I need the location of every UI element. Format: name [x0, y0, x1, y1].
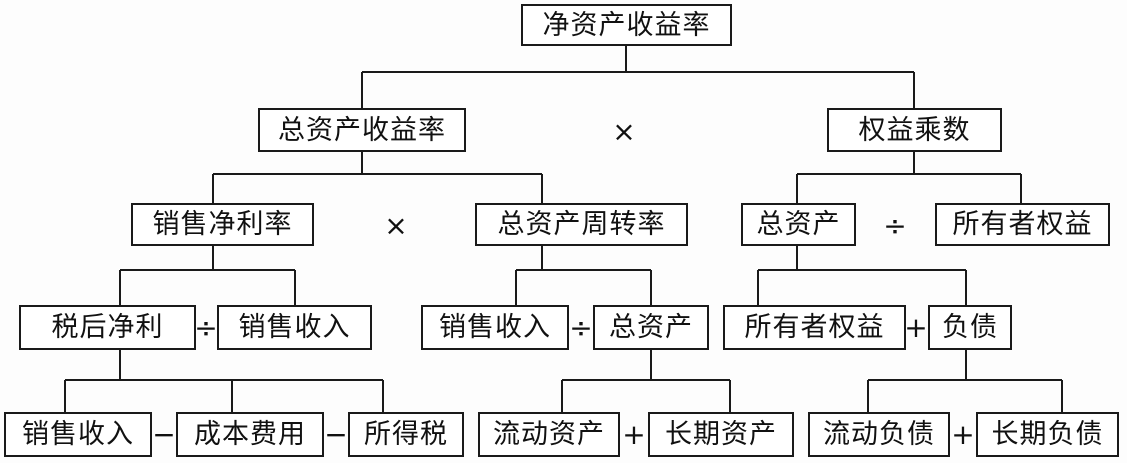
- node-roa: 总资产收益率: [258, 108, 466, 152]
- node-current-liabilities: 流动负债: [808, 412, 950, 457]
- divide-operator-assets-equity: ÷: [883, 209, 907, 242]
- node-long-term-liabilities: 长期负债: [976, 412, 1119, 457]
- node-sales-revenue: 销售收入: [421, 305, 569, 350]
- plus-operator-current-long-assets: +: [622, 418, 646, 451]
- node-asset-turnover: 总资产周转率: [475, 203, 688, 246]
- node-total-assets: 总资产: [593, 305, 709, 350]
- node-owners-equity: 所有者权益: [935, 203, 1110, 246]
- node-owners-equity: 所有者权益: [723, 305, 906, 350]
- node-long-term-assets: 长期资产: [648, 412, 794, 457]
- divide-operator-profit-sales: ÷: [194, 311, 218, 344]
- node-current-assets: 流动资产: [478, 412, 620, 457]
- node-sales-revenue: 销售收入: [4, 412, 152, 457]
- minus-operator-sales-cost: −: [152, 418, 176, 451]
- node-after-tax-profit: 税后净利: [19, 305, 196, 350]
- node-total-assets: 总资产: [741, 203, 856, 246]
- node-income-tax: 所得税: [348, 412, 464, 457]
- divide-operator-sales-assets: ÷: [569, 311, 593, 344]
- node-roe: 净资产收益率: [521, 4, 732, 46]
- multiply-operator-mid: ×: [384, 209, 408, 242]
- node-cost-expenses: 成本费用: [176, 412, 324, 457]
- multiply-operator-top: ×: [612, 115, 636, 148]
- node-equity-multiplier: 权益乘数: [827, 108, 1002, 152]
- plus-operator-equity-liabilities: +: [904, 311, 928, 344]
- node-liabilities: 负债: [928, 305, 1012, 350]
- node-net-profit-margin: 销售净利率: [131, 203, 314, 246]
- node-sales-revenue: 销售收入: [217, 305, 372, 350]
- minus-operator-cost-tax: −: [324, 418, 348, 451]
- plus-operator-current-long-liabilities: +: [951, 418, 975, 451]
